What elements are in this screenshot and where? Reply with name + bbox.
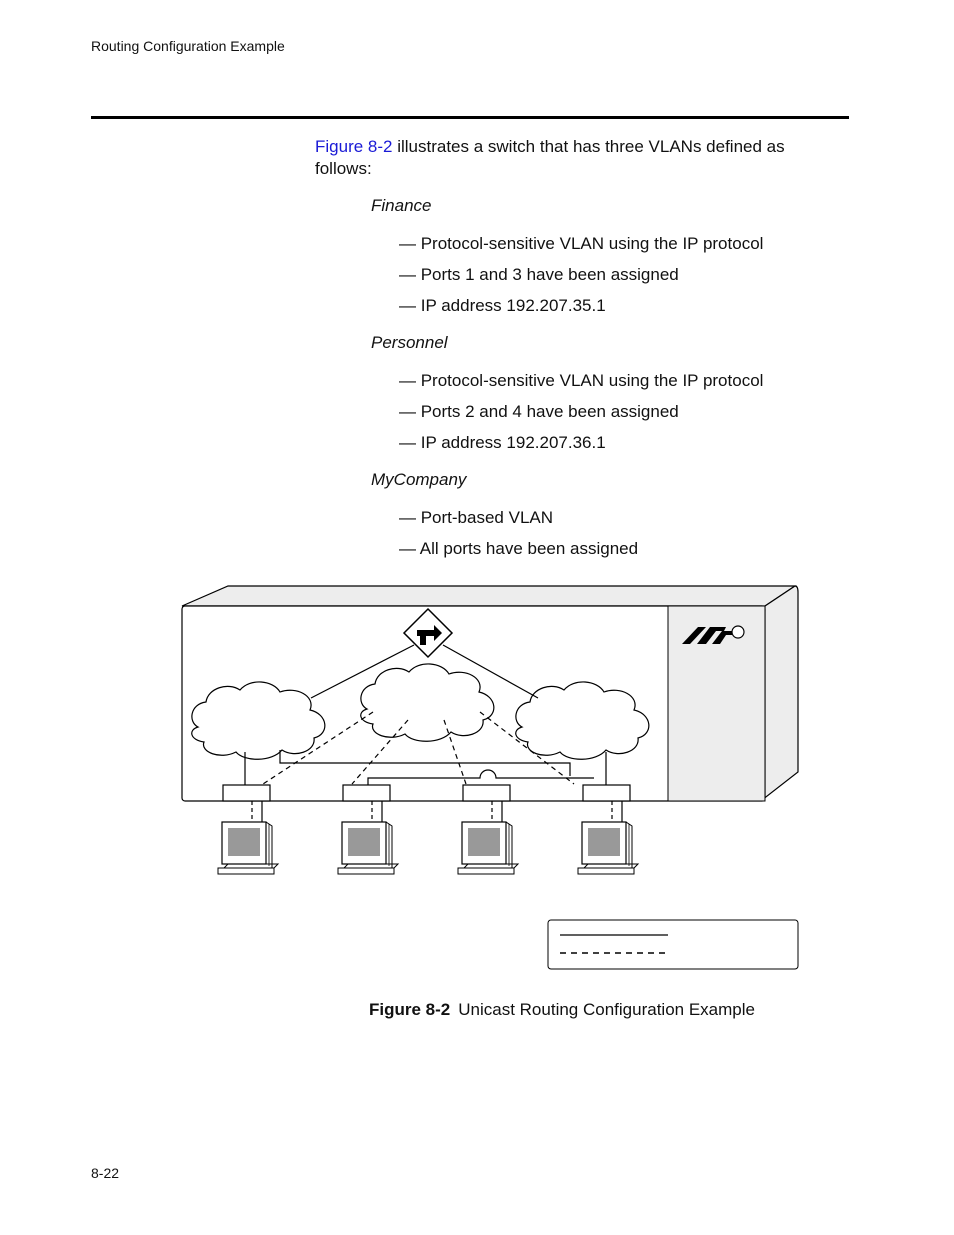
header-rule: [91, 116, 849, 119]
workstation-icon: [217, 821, 279, 875]
figure-caption: Figure 8-2 Unicast Routing Configuration …: [369, 1000, 755, 1020]
port-connections: [251, 801, 613, 828]
switch-panel-right: [667, 605, 766, 802]
router-link-right: [442, 644, 539, 699]
personnel-item: — IP address 192.207.36.1: [399, 433, 606, 452]
personnel-item: — Ports 2 and 4 have been assigned: [399, 402, 679, 421]
router-icon: [402, 607, 454, 659]
vlan-name-finance: Finance: [371, 196, 432, 215]
switch-chassis-side: [761, 585, 799, 802]
switch-chassis-top: [181, 585, 797, 607]
personnel-item: — Protocol-sensitive VLAN using the IP p…: [399, 371, 764, 390]
logo-icon: [682, 625, 745, 644]
vlan-name-personnel: Personnel: [371, 333, 448, 352]
running-head: Routing Configuration Example: [91, 38, 285, 54]
router-link-left: [310, 644, 415, 699]
switch-ports: [222, 784, 631, 802]
workstation-icon: [337, 821, 399, 875]
workstation-icon: [577, 821, 639, 875]
caption-number: Figure 8-2: [369, 1000, 451, 1019]
legend-box: [547, 919, 799, 970]
solid-links: [244, 750, 607, 786]
page-number: 8-22: [91, 1165, 120, 1181]
mycompany-item: — Port-based VLAN: [399, 508, 554, 527]
workstation-icon: [457, 821, 519, 875]
finance-item: — Protocol-sensitive VLAN using the IP p…: [399, 234, 764, 253]
figure-xref-link[interactable]: Figure 8-2: [315, 137, 393, 156]
finance-item: — Ports 1 and 3 have been assigned: [399, 265, 679, 284]
vlan-name-mycompany: MyCompany: [371, 470, 467, 489]
intro-text: illustrates a switch that has three VLAN…: [315, 137, 785, 178]
port-connections-solid: [261, 801, 623, 828]
intro-paragraph: Figure 8-2 illustrates a switch that has…: [315, 136, 815, 180]
caption-text: Unicast Routing Configuration Example: [458, 1000, 755, 1019]
finance-item: — IP address 192.207.35.1: [399, 296, 606, 315]
mycompany-item: — All ports have been assigned: [399, 539, 639, 558]
dashed-links: [262, 711, 575, 785]
